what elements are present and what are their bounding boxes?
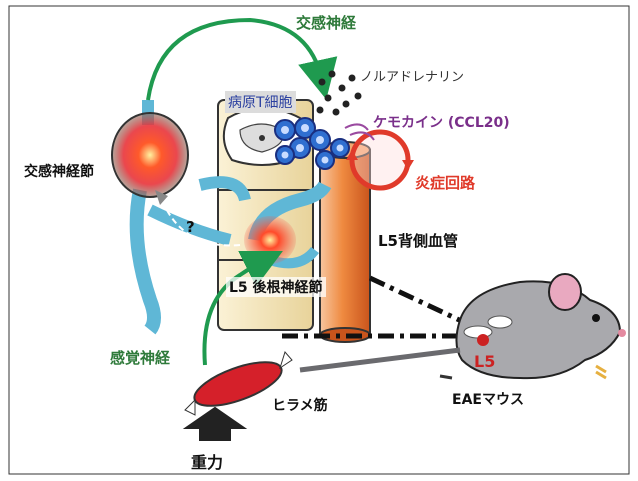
- pathogenic-t-cell-label: 病原T細胞: [225, 91, 296, 113]
- soleus-muscle-label: ヒラメ筋: [272, 395, 328, 415]
- l5-dorsal-vessel-label: L5背側血管: [378, 230, 458, 251]
- l5-drg-label: L5 後根神経節: [226, 277, 326, 297]
- inflammation-circuit-label: 炎症回路: [415, 172, 475, 193]
- sensory-nerve-label: 感覚神経: [110, 347, 170, 368]
- noradrenaline-label: ノルアドレナリン: [360, 66, 464, 85]
- chemokine-label: ケモカイン (CCL20): [373, 112, 510, 132]
- sympathetic-ganglion-label: 交感神経節: [24, 161, 94, 181]
- gravity-label: 重力: [191, 449, 223, 473]
- sympathetic-ganglion: [112, 113, 188, 197]
- mouse-l5-label: L5: [474, 352, 495, 371]
- sympathetic-nerve-label: 交感神経: [296, 12, 356, 33]
- drg-glow: [244, 216, 296, 264]
- eae-mouse-label: EAEマウス: [452, 389, 524, 409]
- question-mark-label: ?: [186, 218, 195, 236]
